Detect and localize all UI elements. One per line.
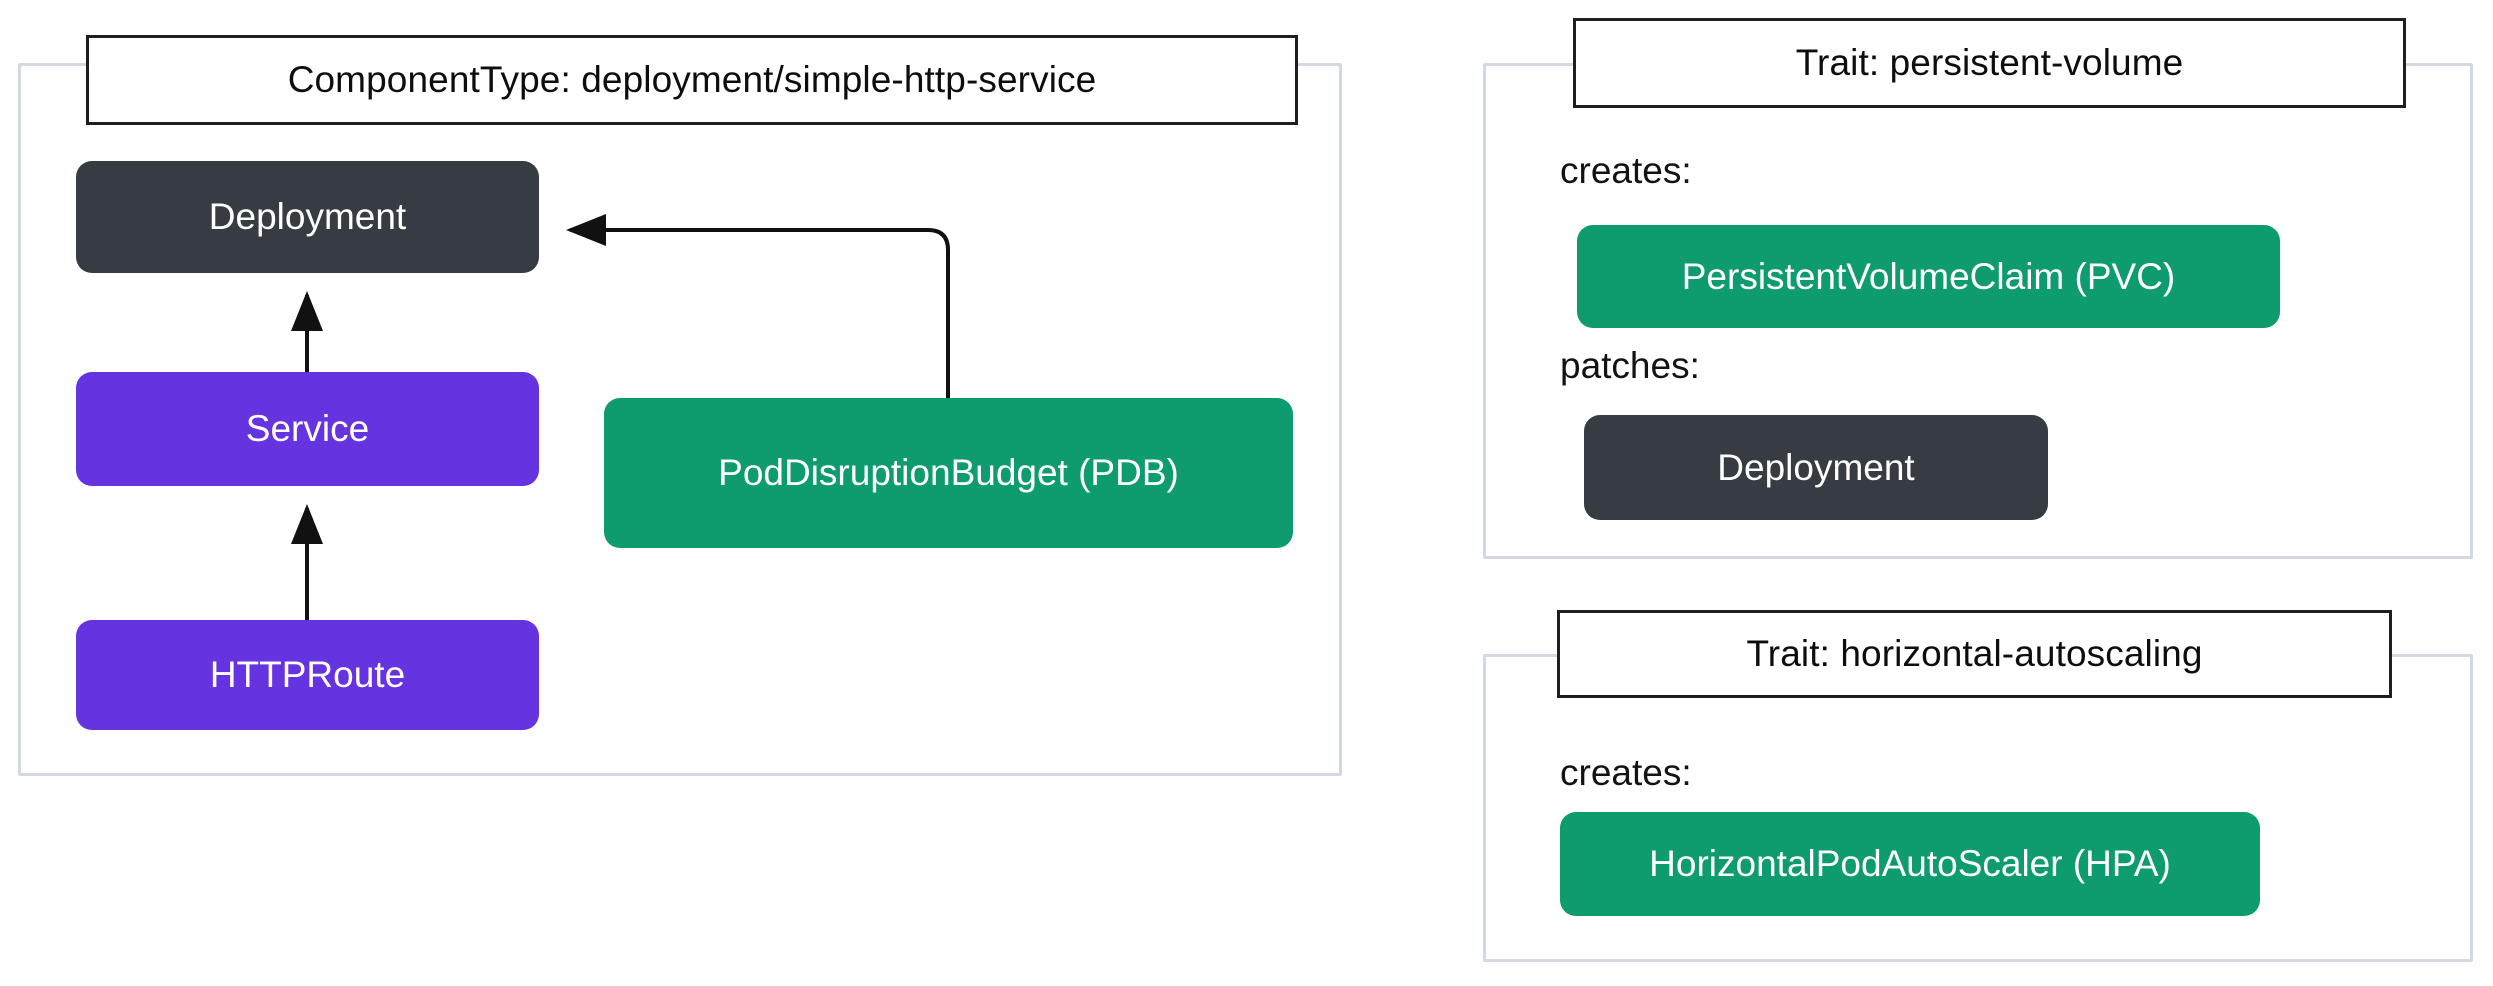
node-deployment[interactable]: Deployment — [76, 161, 539, 273]
subgraph-title-trait-horizontal-autoscaling: Trait: horizontal-autoscaling — [1557, 610, 2392, 698]
node-persistent-volume-deployment[interactable]: Deployment — [1584, 415, 2048, 520]
node-pod-disruption-budget[interactable]: PodDisruptionBudget (PDB) — [604, 398, 1293, 548]
label-patches-persistent-volume: patches: — [1560, 345, 1700, 386]
node-persistent-volume-claim[interactable]: PersistentVolumeClaim (PVC) — [1577, 225, 2280, 328]
node-service[interactable]: Service — [76, 372, 539, 486]
node-horizontal-pod-autoscaler[interactable]: HorizontalPodAutoScaler (HPA) — [1560, 812, 2260, 916]
node-httproute[interactable]: HTTPRoute — [76, 620, 539, 730]
subgraph-title-component-type: ComponentType: deployment/simple-http-se… — [86, 35, 1298, 125]
label-creates-horizontal-autoscaling: creates: — [1560, 752, 1692, 793]
subgraph-title-trait-persistent-volume: Trait: persistent-volume — [1573, 18, 2406, 108]
label-creates-persistent-volume: creates: — [1560, 150, 1692, 191]
